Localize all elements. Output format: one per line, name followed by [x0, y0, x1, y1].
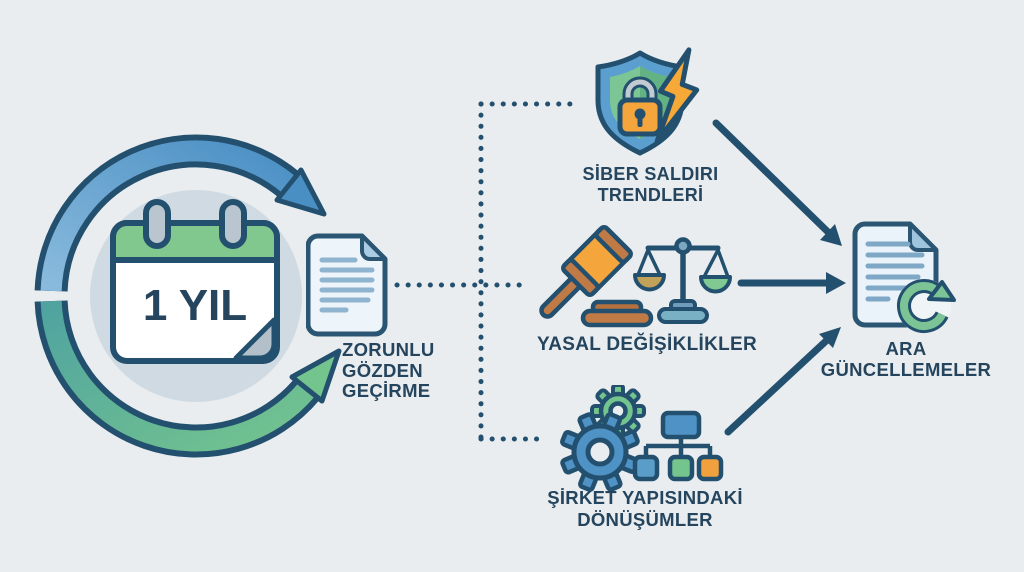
label-line: GÜNCELLEMELER	[820, 359, 992, 380]
label-line: ARA	[885, 338, 927, 359]
label-interim-updates: ARA GÜNCELLEMELER	[806, 338, 1006, 380]
label-line: SİBER SALDIRI	[582, 164, 719, 184]
lightning-icon	[654, 47, 700, 144]
scales	[633, 237, 732, 324]
calendar-ring	[143, 199, 171, 249]
cycle-arrowhead-blue	[274, 167, 327, 217]
calendar-text: 1 YIL	[143, 281, 247, 330]
label-line: TRENDLERİ	[597, 185, 704, 205]
label-line: DÖNÜŞÜMLER	[577, 508, 713, 530]
cycle-arrowhead-green	[289, 348, 342, 404]
document-fold	[360, 234, 387, 261]
arrowhead-icon	[826, 272, 846, 294]
calendar-fold	[233, 317, 277, 361]
arrowhead-icon	[819, 327, 841, 348]
label-line: ZORUNLU	[342, 339, 435, 360]
label-company-structure-changes: ŞİRKET YAPISINDAKİ DÖNÜŞÜMLER	[525, 487, 765, 530]
arrowhead-icon	[820, 224, 842, 246]
document-refresh-icon	[852, 221, 956, 333]
document-icon	[306, 233, 388, 337]
dotted-connectors	[394, 101, 578, 442]
gears-and-org-chart-icon	[560, 385, 724, 492]
org-chart	[632, 410, 724, 482]
document-fold	[908, 222, 938, 252]
refresh-arrow-icon	[897, 279, 956, 333]
calendar-ring	[219, 199, 247, 249]
label-line: GÖZDEN	[342, 359, 423, 381]
label-line: GEÇİRME	[342, 380, 431, 401]
label-mandatory-review: ZORUNLU GÖZDEN GEÇİRME	[342, 339, 492, 402]
solid-arrows	[712, 119, 832, 436]
label-legal-changes: YASAL DEĞİŞİKLİKLER	[528, 334, 766, 355]
calendar-icon: 1 YIL	[110, 199, 280, 364]
label-line: ŞİRKET YAPISINDAKİ	[547, 487, 743, 508]
gavel	[539, 225, 633, 319]
gavel-and-scales-icon	[539, 225, 732, 328]
document-text-lines	[319, 257, 375, 313]
document-text-lines	[865, 241, 925, 302]
label-cyber-attack-trends: SİBER SALDIRI TRENDLERİ	[553, 164, 748, 206]
shield-lock-lightning-icon	[595, 47, 700, 156]
label-line: YASAL DEĞİŞİKLİKLER	[536, 334, 758, 355]
